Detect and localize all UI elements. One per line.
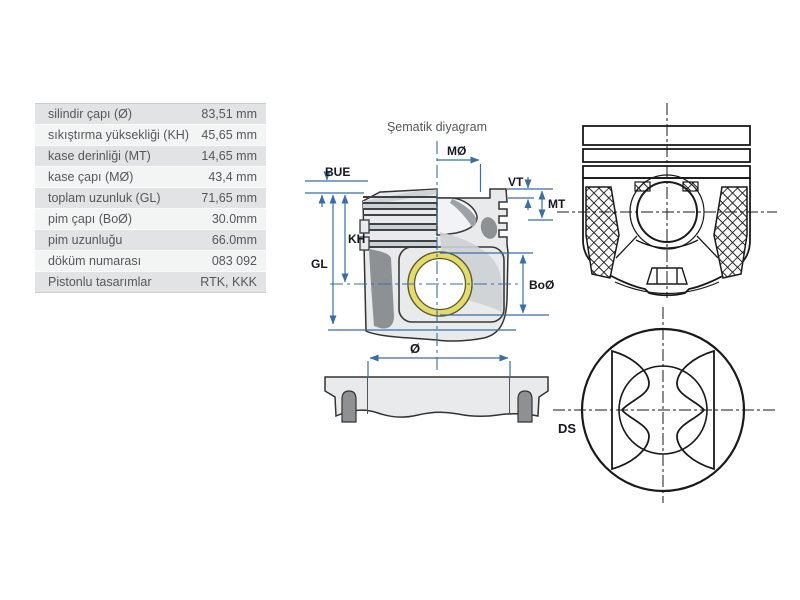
front-elevation-drawing <box>557 103 777 298</box>
schematic-title: Şematik diyagram <box>386 120 488 134</box>
spec-value: 43,4 mm <box>208 170 257 184</box>
label-bo: BoØ <box>529 278 554 292</box>
dimension-vt: VT <box>507 175 553 210</box>
label-kh: KH <box>348 232 365 246</box>
table-row: pim uzunluğu 66.0mm <box>35 230 266 251</box>
label-vt: VT <box>508 175 524 189</box>
spec-value: 71,65 mm <box>201 191 257 205</box>
dimension-bo: BoØ <box>440 252 554 316</box>
hatched-panel-left <box>585 186 620 279</box>
top-view-drawing: DS <box>553 307 776 503</box>
spec-label: döküm numarası <box>48 254 142 268</box>
label-mo: MØ <box>447 144 466 158</box>
spec-value: 14,65 mm <box>201 149 257 163</box>
label-ds: DS <box>558 421 576 436</box>
spec-label: pim çapı (BoØ) <box>48 212 133 226</box>
spec-label: silindir çapı (Ø) <box>48 107 133 121</box>
spec-value: RTK, KKK <box>200 275 257 289</box>
label-mt: MT <box>548 197 566 211</box>
hatched-panel-right <box>713 186 748 279</box>
table-row: Pistonlu tasarımlar RTK, KKK <box>35 272 266 292</box>
skirt-shadow <box>369 249 394 329</box>
label-diameter: Ø <box>410 341 420 356</box>
spec-label: pim uzunluğu <box>48 233 123 247</box>
table-row: döküm numarası 083 092 <box>35 251 266 272</box>
table-row: kase derinliği (MT) 14,65 mm <box>35 146 266 167</box>
spec-value: 30.0mm <box>211 212 257 226</box>
spec-table: silindir çapı (Ø) 83,51 mm sıkıştırma yük… <box>35 103 266 293</box>
table-row: kase çapı (MØ) 43,4 mm <box>35 167 266 188</box>
dimension-diameter: Ø <box>367 341 511 376</box>
dimension-gl: GL <box>311 194 516 331</box>
bottom-skirt-section <box>324 376 549 423</box>
label-gl: GL <box>311 257 328 271</box>
spec-value: 083 092 <box>211 254 257 268</box>
dimension-bue: BUE <box>305 165 368 207</box>
table-row: toplam uzunluk (GL) 71,65 mm <box>35 188 266 209</box>
spec-value: 83,51 mm <box>201 107 257 121</box>
table-row: pim çapı (BoØ) 30.0mm <box>35 209 266 230</box>
spec-label: kase derinliği (MT) <box>48 149 151 163</box>
spec-label: sıkıştırma yüksekliği (KH) <box>48 128 189 142</box>
spec-label: kase çapı (MØ) <box>48 170 134 184</box>
label-bue: BUE <box>325 165 350 179</box>
table-row: silindir çapı (Ø) 83,51 mm <box>35 104 266 125</box>
ring-band <box>363 203 437 209</box>
dimension-kh: KH <box>341 194 365 283</box>
dimension-annotations: BUE GL KH MØ VT MT <box>305 144 566 376</box>
spec-value: 66.0mm <box>211 233 257 247</box>
spec-value: 45,65 mm <box>201 128 257 142</box>
dimension-mt: MT <box>528 190 566 221</box>
spec-label: Pistonlu tasarımlar <box>48 275 152 289</box>
spec-label: toplam uzunluk (GL) <box>48 191 161 205</box>
dimension-mo: MØ <box>437 144 482 192</box>
skirt-slot <box>517 390 533 423</box>
main-cross-section <box>330 141 518 374</box>
table-row: sıkıştırma yüksekliği (KH) 45,65 mm <box>35 125 266 146</box>
skirt-slot <box>341 390 357 423</box>
